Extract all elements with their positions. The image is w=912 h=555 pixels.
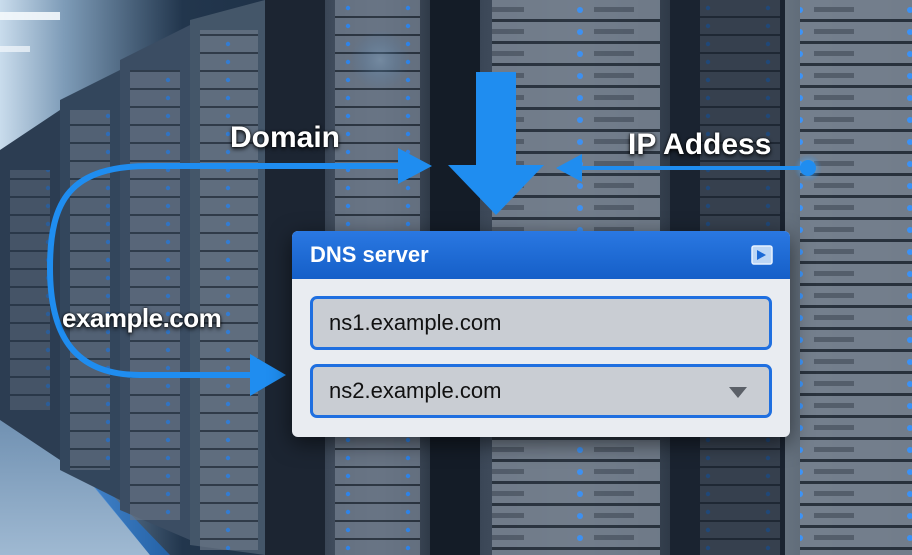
dns-server-dialog: DNS server ns1.example.com ns2.example.c… <box>292 231 790 437</box>
nameserver-1-field[interactable]: ns1.example.com <box>310 296 772 350</box>
dialog-body: ns1.example.com ns2.example.com <box>292 279 790 418</box>
dialog-header: DNS server <box>292 231 790 279</box>
ip-address-label: IP Addess <box>628 128 772 161</box>
example-domain-label: example.com <box>62 303 222 333</box>
dialog-title: DNS server <box>310 242 429 267</box>
chevron-down-icon[interactable] <box>729 386 747 398</box>
nameserver-2-select[interactable]: ns2.example.com <box>310 364 772 418</box>
nameserver-1-value: ns1.example.com <box>329 310 502 335</box>
nameserver-2-value: ns2.example.com <box>329 378 502 403</box>
domain-label: Domain <box>230 121 341 154</box>
collapse-icon[interactable] <box>750 244 774 266</box>
